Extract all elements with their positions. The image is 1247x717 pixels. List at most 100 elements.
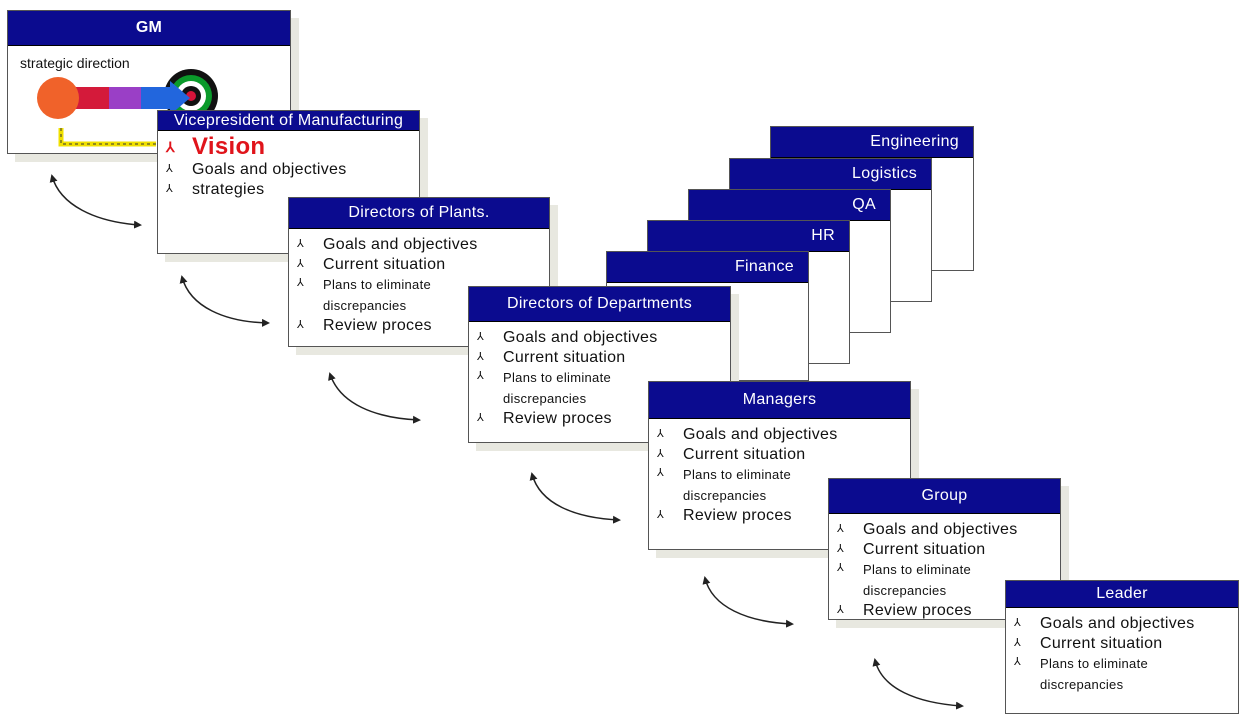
list-item: ⅄Current situation [295,255,543,275]
dept-title: Engineering [771,127,973,158]
list-item-label: Review proces [323,317,432,334]
list-item: ⅄ Current situation [1012,634,1232,654]
target-graphic [37,69,218,147]
list-item-label: Current situation [863,540,986,558]
list-item: ⅄ Plans to eliminate [655,464,904,485]
bullet-icon: ⅄ [657,428,665,440]
bullet-icon: ⅄ [657,509,665,521]
level-title: Directors of Plants. [289,198,549,229]
list-item: ⅄ Goals and objectives [295,235,543,255]
list-item-label: Review proces [503,410,612,427]
list-item-label: strategies [192,180,265,198]
bullet-icon: ⅄ [477,331,485,343]
list-item: ⅄ Plans to eliminate [835,559,1054,580]
double-arrow-icon [179,275,270,327]
bullet-icon: ⅄ [837,562,845,574]
strategic-direction-label: strategic direction [20,55,130,71]
list-item-label: discrepancies [503,391,587,406]
list-item-label: Goals and objectives [503,329,658,346]
list-item: ⅄ Plans to eliminate [1012,653,1232,674]
list-item-label: Plans to eliminate [863,562,972,577]
list-item-label: discrepancies [683,488,767,503]
list-item: ⅄Current situation [475,348,724,368]
list-item-label: Review proces [683,507,792,524]
bullet-icon: ⅄ [837,523,845,535]
list-item-label: Goals and objectives [683,426,838,443]
double-arrow-icon [529,472,621,524]
feedback-loop-outline [60,128,156,145]
list-item-label: discrepancies [323,298,407,313]
list-item-continuation: discrepancies [655,485,904,506]
bullet-icon: ⅄ [837,604,845,616]
bullet-icon: ⅄ [297,238,305,250]
bullet-icon: ⅄ [166,182,174,195]
list-item-label: Current situation [1040,634,1163,652]
list-item-label: discrepancies [1040,677,1124,692]
list-item-vision: ⅄ Vision [164,134,413,160]
list-item: ⅄ Goals and objectives [1012,614,1232,634]
list-item: ⅄ Goals and objectives [164,160,413,180]
level-card-leader: Leader ⅄ Goals and objectives ⅄ Current si… [1005,580,1239,714]
bullet-icon: ⅄ [1014,636,1022,649]
list-item-label: Plans to eliminate [683,467,792,482]
list-item: ⅄ Current situation [655,445,904,465]
list-item: ⅄ Review proces [295,316,543,336]
level-card-group: Group ⅄ Goals and objectives ⅄ Current sit… [828,478,1061,620]
bullet-icon: ⅄ [166,139,175,155]
list-item-label: Plans to eliminate [1040,656,1149,671]
bullet-icon: ⅄ [477,412,485,424]
list-item-continuation: discrepancies [1012,674,1232,695]
bullet-icon: ⅄ [297,319,305,331]
bullet-icon: ⅄ [166,163,174,175]
list-item: ⅄ Review proces [655,506,904,526]
list-item: ⅄ Goals and objectives [475,328,724,348]
vp-title: Vicepresident of Manufacturing [158,111,419,131]
bullet-icon: ⅄ [1014,617,1022,629]
dept-title: Finance [607,252,808,283]
list-item-label: Current situation [683,445,806,463]
bullet-icon: ⅄ [297,277,305,289]
level-title: Managers [649,382,910,419]
bullet-icon: ⅄ [837,542,845,555]
list-item-label: Goals and objectives [323,236,478,253]
bullet-icon: ⅄ [657,447,665,460]
level-title: Directors of Departments [469,287,730,322]
bullet-icon: ⅄ [657,467,665,479]
bullet-icon: ⅄ [477,350,485,363]
list-item-label: discrepancies [863,583,947,598]
list-item-label: Goals and objectives [863,521,1018,538]
dept-title: Logistics [730,159,931,190]
list-item: ⅄ Review proces [835,601,1054,621]
list-item: ⅄ Goals and objectives [835,520,1054,540]
level-title: Leader [1006,581,1238,608]
level-title: Group [829,479,1060,514]
start-circle [37,77,79,119]
list-item-continuation: discrepancies [295,295,543,316]
list-item-label: Goals and objectives [192,161,347,178]
list-item: ⅄ Plans to eliminate [475,367,724,388]
arrow-segment-purple [109,87,141,109]
list-item: ⅄ Plans to eliminate [295,274,543,295]
list-item-label: Review proces [863,602,972,619]
list-item-label: Vision [192,133,266,160]
list-item-label: Goals and objectives [1040,615,1195,632]
double-arrow-icon [702,576,794,628]
double-arrow-icon [872,658,964,710]
double-arrow-icon [49,174,142,229]
list-item: ⅄ Goals and objectives [655,425,904,445]
list-item: ⅄ Review proces [475,409,724,429]
list-item-label: Plans to eliminate [323,277,432,292]
list-item-continuation: discrepancies [835,580,1054,601]
bullet-icon: ⅄ [477,370,485,382]
double-arrow-icon [328,372,421,424]
dept-title: HR [648,221,849,252]
level-card-managers: Managers ⅄ Goals and objectives ⅄ Current … [648,381,911,550]
list-item: ⅄ strategies [164,180,413,200]
level-card-directors-of-departments: Directors of Departments ⅄ Goals and obje… [468,286,731,443]
gm-title: GM [8,11,290,46]
list-item-label: Plans to eliminate [503,370,612,385]
list-item-label: Current situation [323,255,446,273]
list-item: ⅄ Current situation [835,540,1054,560]
bullet-icon: ⅄ [1014,656,1022,668]
